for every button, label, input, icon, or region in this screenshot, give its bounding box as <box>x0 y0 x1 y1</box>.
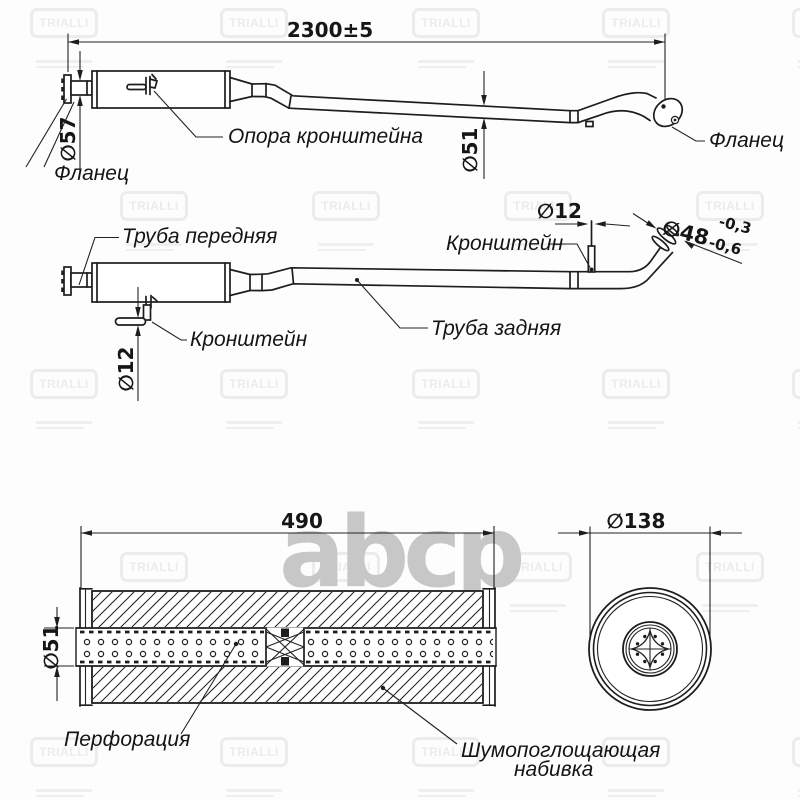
label-bracket-left: Кронштейн <box>190 328 308 351</box>
inlet-flange <box>61 74 93 104</box>
label-front-pipe: Труба передняя <box>122 225 277 248</box>
brand-watermark: TRIALLI <box>696 552 766 612</box>
label-rear-pipe: Труба задняя <box>431 317 561 340</box>
end-circles <box>588 587 712 711</box>
brand-watermark: TRIALLI <box>220 8 290 68</box>
brand-watermark: TRIALLI <box>30 8 100 68</box>
dim-total-length: 2300±5 <box>67 18 666 99</box>
leader-bracket-support <box>153 90 223 138</box>
brand-watermark: TRIALLI <box>30 369 100 429</box>
muffler-end-view: ∅138 <box>558 509 742 711</box>
dim-pipe: ∅51 <box>458 71 487 179</box>
brand-watermark: TRIALLI <box>602 737 672 797</box>
dim-outer-diameter-text: ∅138 <box>607 509 666 533</box>
brand-watermark: TRIALLI <box>412 369 482 429</box>
leader-front-pipe <box>78 236 119 286</box>
brand-watermark: TRIALLI <box>504 552 574 612</box>
leader-bracket-right <box>548 243 591 268</box>
brand-watermark: TRIALLI <box>312 191 382 251</box>
dim-bracket-left: ∅12 <box>114 287 141 401</box>
hook-bracket <box>114 294 158 326</box>
leader-padding <box>382 687 458 745</box>
leader-flange-right <box>671 126 705 142</box>
dim-bracket-right-text: ∅12 <box>537 199 582 223</box>
dim-outlet-tol-lower: -0,6 <box>707 233 743 258</box>
inlet-flange-2 <box>61 266 93 296</box>
label-padding-line1: Шумопоглощающая <box>461 739 660 762</box>
label-flange-left: Фланец <box>54 162 129 185</box>
brand-watermark: TRIALLI <box>120 191 190 251</box>
brand-watermark: TRIALLI <box>412 737 482 797</box>
label-flange-right: Фланец <box>709 129 784 152</box>
label-padding-line2: набивка <box>514 758 593 781</box>
pipe-run-2 <box>229 224 680 297</box>
crimp-element <box>265 627 305 667</box>
brand-watermark: TRIALLI <box>792 8 800 68</box>
dim-outlet: ∅48 -0,3 -0,6 <box>632 212 753 265</box>
leader-bracket-left <box>151 321 187 341</box>
label-bracket-support: Опора кронштейна <box>228 125 423 148</box>
dim-section-length: 490 <box>80 509 495 589</box>
dim-flange-pipe-text: ∅57 <box>56 117 80 162</box>
dim-section-length-text: 490 <box>281 509 323 533</box>
brand-watermark: TRIALLI <box>792 369 800 429</box>
dim-bracket-left-text: ∅12 <box>114 347 138 392</box>
brand-watermark: TRIALLI <box>696 191 766 251</box>
assembly-front-view: ∅12 ∅12 ∅48 -0,3 -0,6 Труба передняя Кро… <box>61 199 753 401</box>
dim-outlet-tol-upper: -0,3 <box>717 212 753 237</box>
muffler-body <box>91 70 231 109</box>
brand-watermark: TRIALLI <box>602 8 672 68</box>
dim-bracket-right: ∅12 <box>537 199 631 227</box>
label-bracket-right: Кронштейн <box>446 232 564 255</box>
brand-watermark: TRIALLI <box>220 737 290 797</box>
brand-watermark: TRIALLI <box>792 737 800 797</box>
dim-flange-pipe: ∅57 <box>56 51 83 169</box>
brand-watermark: TRIALLI <box>220 369 290 429</box>
dim-pipe-text: ∅51 <box>458 128 482 173</box>
outlet-flange <box>652 97 684 128</box>
padding-hatch-bottom <box>93 667 482 702</box>
brand-watermark: TRIALLI <box>602 369 672 429</box>
brand-watermark: TRIALLI <box>504 191 574 251</box>
dim-total-length-text: 2300±5 <box>287 18 373 42</box>
dim-inner-pipe: ∅51 <box>39 607 74 701</box>
dim-inner-pipe-text: ∅51 <box>39 625 63 670</box>
leader-flange-left-a <box>25 98 67 168</box>
leader-perforation <box>180 643 237 735</box>
abcp-watermark: abcp <box>279 496 526 610</box>
leader-rear-pipe <box>356 279 428 329</box>
muffler-body-2 <box>91 262 231 303</box>
mount-pin <box>587 220 596 273</box>
dim-outer-diameter: ∅138 <box>558 509 742 645</box>
brand-watermark: TRIALLI <box>30 737 100 797</box>
assembly-side-view: 2300±5 <box>25 18 784 185</box>
label-perforation: Перфорация <box>64 728 190 751</box>
pipe-run <box>229 76 657 128</box>
padding-hatch-top <box>93 592 482 627</box>
muffler-section-view: 490 <box>39 509 660 781</box>
brand-watermark: TRIALLI <box>412 8 482 68</box>
leader-flange-left-b <box>43 101 75 168</box>
bracket-support <box>126 73 159 96</box>
